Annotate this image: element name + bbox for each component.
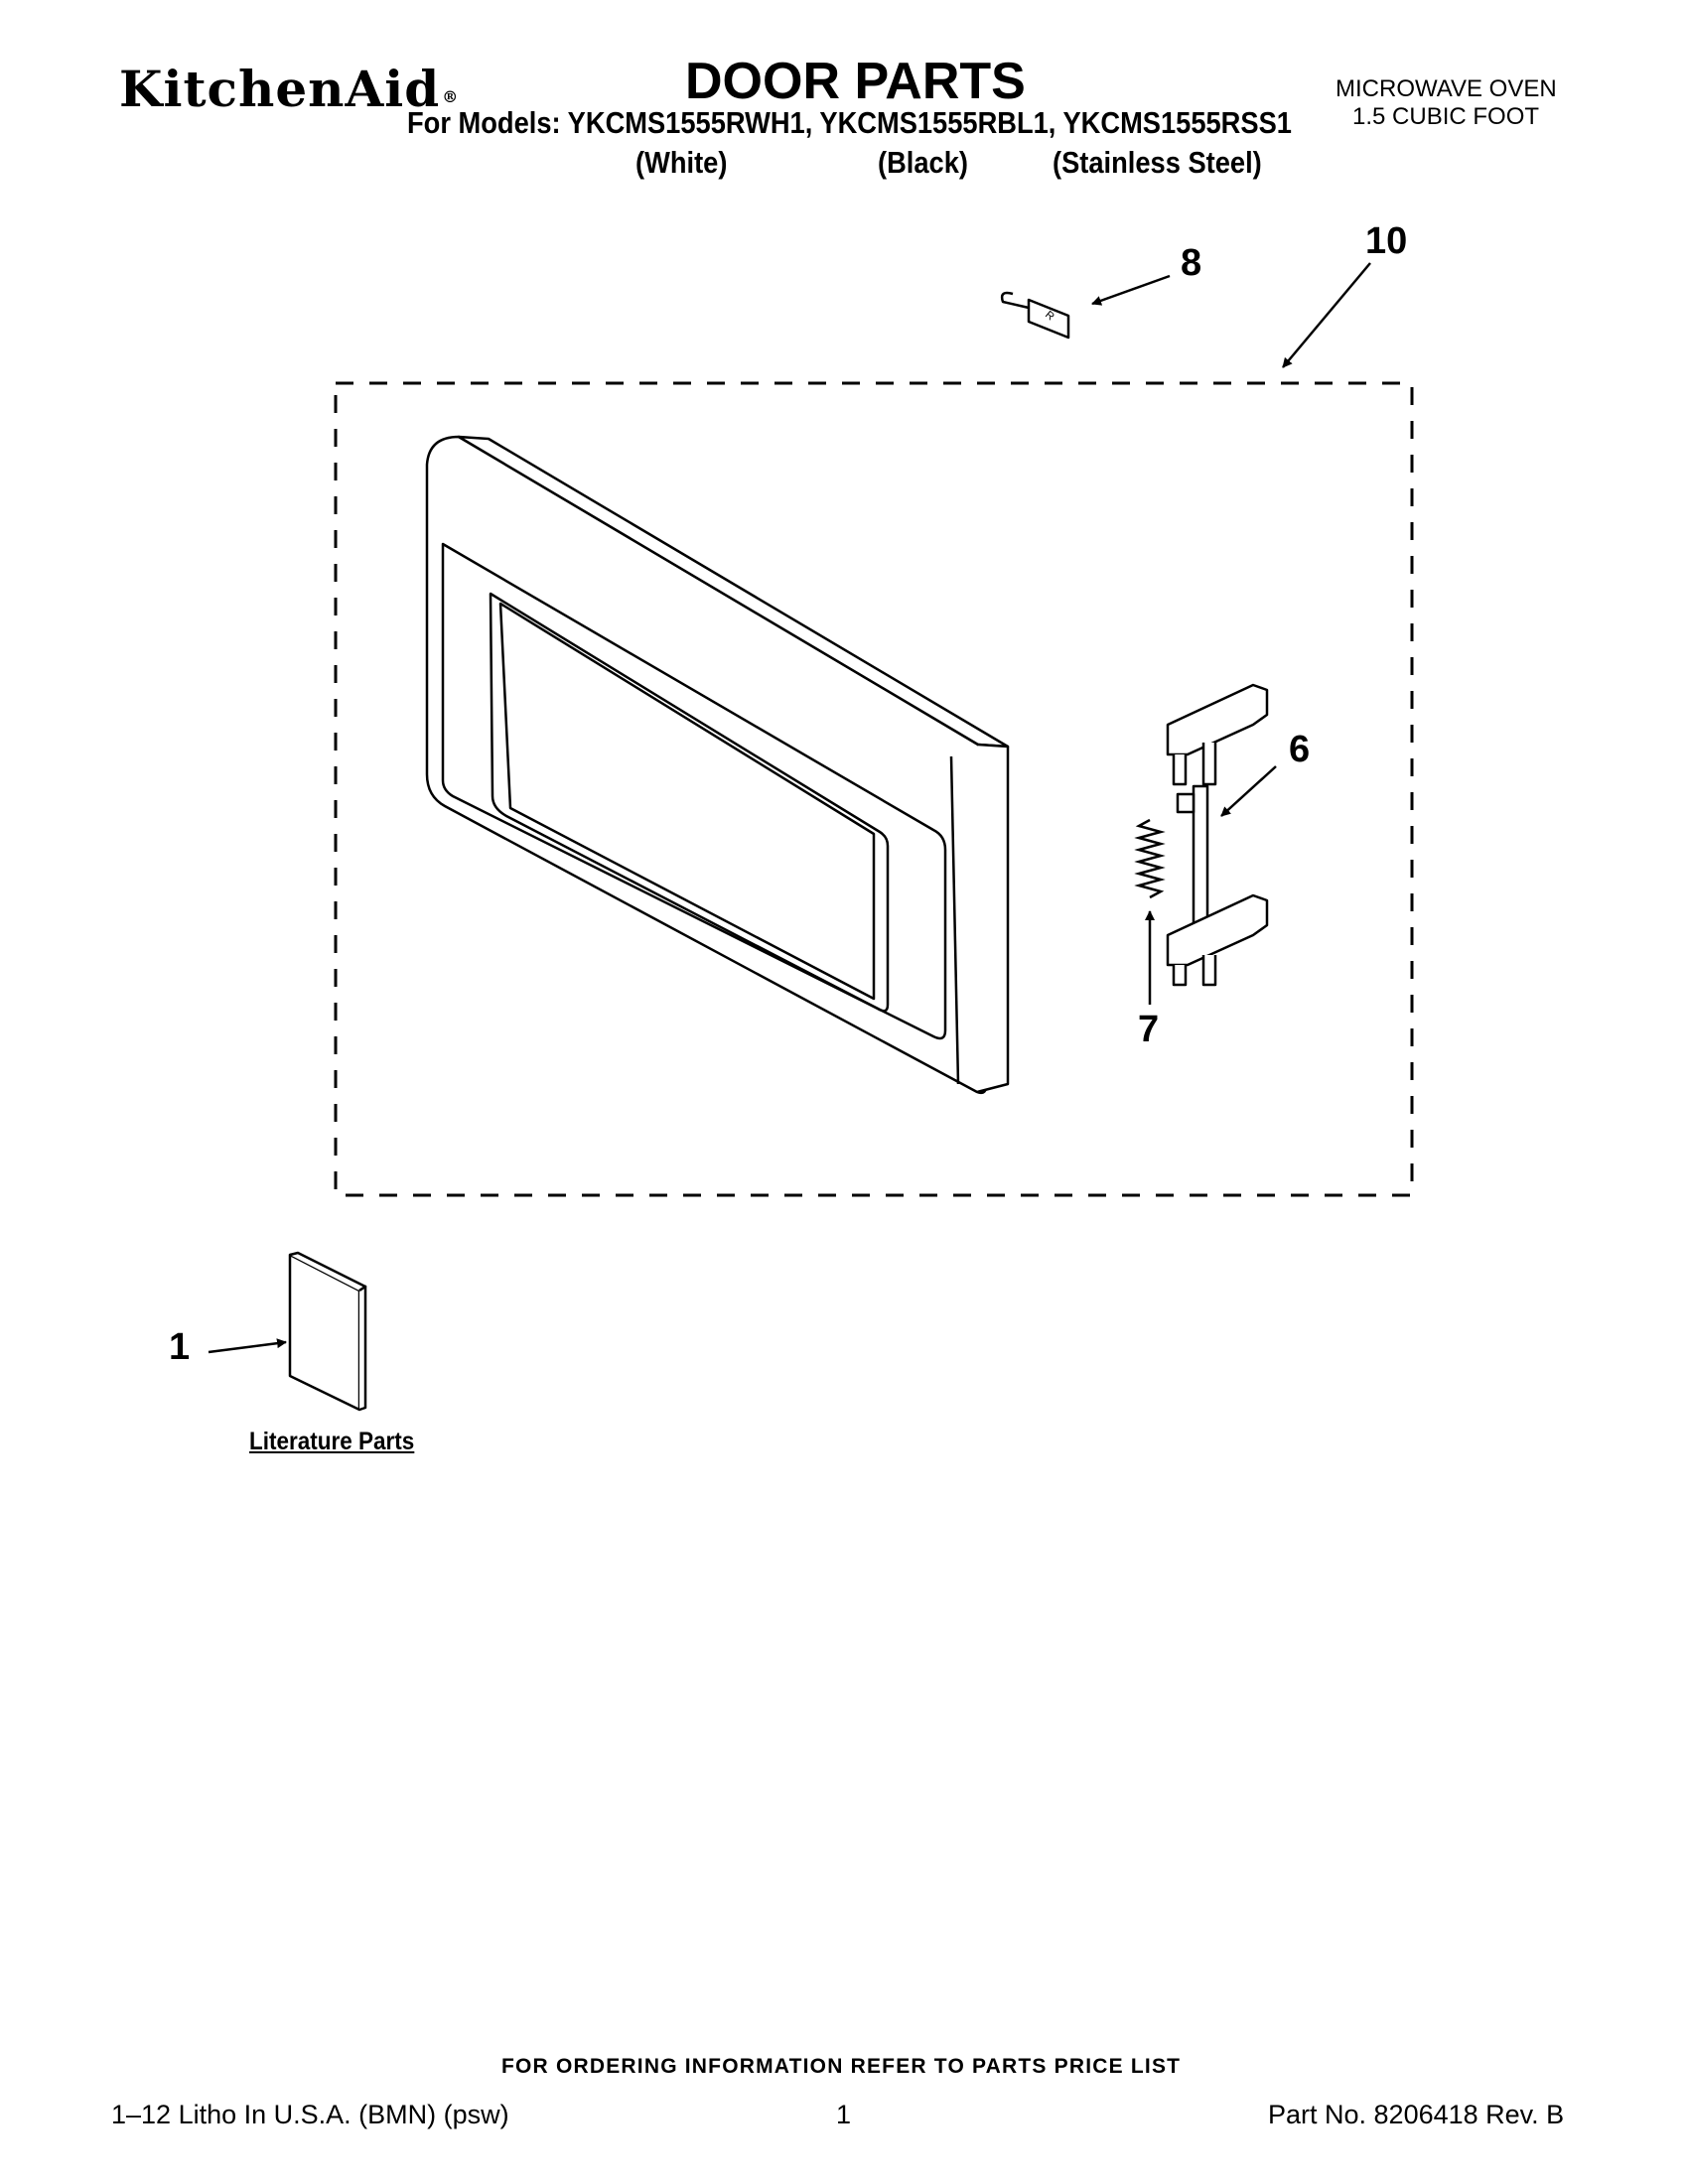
models-line: For Models: YKCMS1555RWH1, YKCMS1555RBL1…	[407, 105, 1292, 140]
product-type: MICROWAVE OVEN	[1336, 75, 1557, 102]
callout-1: 1	[169, 1326, 191, 1368]
product-size: 1.5 CUBIC FOOT	[1352, 103, 1540, 130]
door-panel-drawing	[425, 435, 1010, 1095]
part-number: Part No. 8206418 Rev. B	[1268, 2100, 1565, 2129]
callout-7: 7	[1138, 1009, 1160, 1050]
variant-black: (Black)	[878, 145, 968, 180]
registered-mark: ®	[442, 87, 460, 106]
brand-name: KitchenAid	[119, 60, 441, 118]
latch-hook-drawing	[1000, 291, 1070, 340]
page-title: DOOR PARTS	[685, 53, 1026, 110]
brand-logo: KitchenAid®	[119, 60, 459, 118]
door-latch-drawing	[1166, 683, 1269, 987]
litho-info: 1–12 Litho In U.S.A. (BMN) (psw)	[111, 2100, 509, 2129]
variant-white: (White)	[635, 145, 728, 180]
ordering-info: FOR ORDERING INFORMATION REFER TO PARTS …	[501, 2055, 1182, 2078]
latch-spring-drawing	[1134, 818, 1166, 899]
page-number: 1	[836, 2100, 852, 2129]
callout-10: 10	[1365, 220, 1408, 262]
callout-6: 6	[1289, 729, 1311, 770]
literature-parts-label: Literature Parts	[249, 1428, 415, 1455]
leader-arrows	[208, 262, 1371, 1354]
callout-8: 8	[1181, 242, 1202, 284]
variant-stainless: (Stainless Steel)	[1053, 145, 1262, 180]
literature-booklet-drawing	[288, 1251, 367, 1412]
